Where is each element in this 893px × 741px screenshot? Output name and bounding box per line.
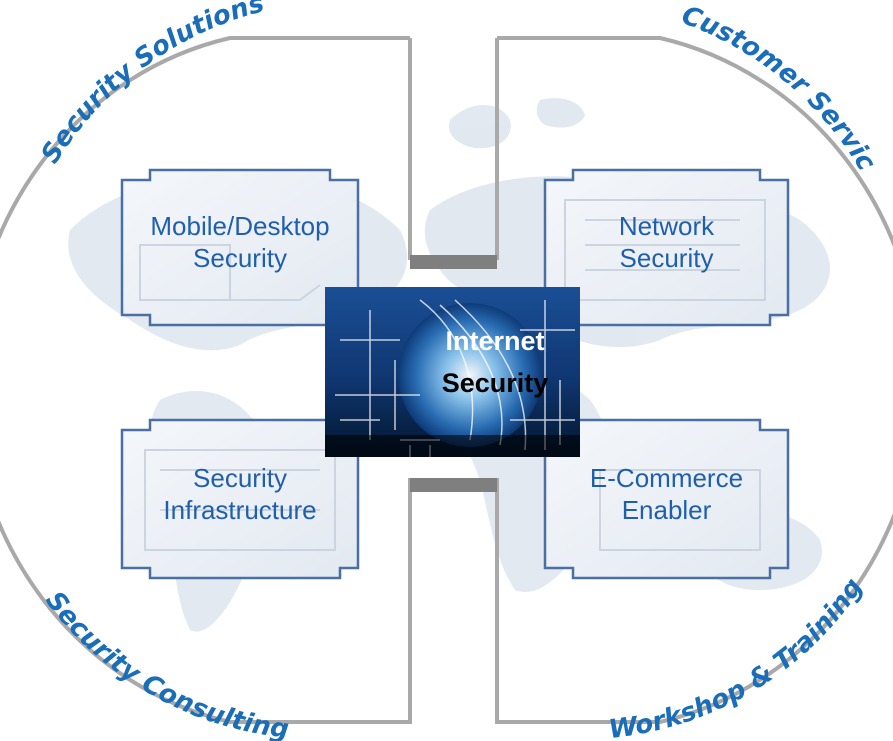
arc-label-top-right: Customer Service: [0, 0, 881, 176]
outer-circle-outline: [0, 36, 893, 724]
arc-label-bottom-right: Workshop & Training: [607, 573, 869, 741]
box-label-e-commerce-enabler: E-Commerce Enabler: [545, 462, 788, 526]
box-top-left-line2: Security: [193, 243, 287, 273]
connector-bars: [410, 255, 497, 492]
top-connector-bar: [410, 255, 497, 269]
box-label-mobile-desktop-security: Mobile/Desktop Security: [122, 210, 358, 274]
center-label-internet-security: Internet Security: [405, 320, 585, 404]
box-label-network-security: Network Security: [545, 210, 788, 274]
box-top-right-line1: Network: [618, 211, 715, 241]
box-bottom-left-line2: Infrastructure: [163, 495, 317, 525]
center-label-line1: Internet: [445, 326, 545, 356]
box-top-right-line2: Security: [619, 243, 714, 273]
center-image: [325, 287, 580, 457]
box-bottom-right-line1: E-Commerce: [589, 463, 744, 493]
box-background-imagery: [139, 199, 766, 551]
box-bottom-left-line1: Security: [193, 463, 287, 493]
box-bottom-right-line2: Enabler: [621, 495, 712, 525]
box-top-left-line1: Mobile/Desktop: [150, 211, 330, 241]
box-top-right-frame: [543, 168, 790, 327]
arc-label-top-left: Security Solutions: [36, 0, 268, 169]
center-label-line2: Security: [441, 368, 549, 398]
service-boxes: [120, 168, 790, 580]
arc-label-bottom-left: Security Consulting: [39, 586, 290, 741]
bottom-connector-bar: [410, 478, 497, 492]
box-label-security-infrastructure: Security Infrastructure: [122, 462, 358, 526]
